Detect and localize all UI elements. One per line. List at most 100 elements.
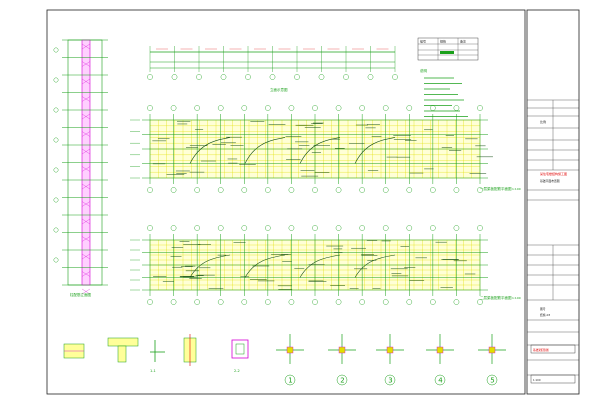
axis-bubble <box>453 225 460 231</box>
stirrup <box>81 236 91 242</box>
axis-bubble <box>288 187 295 193</box>
section-label-2: 2-2 <box>234 369 240 373</box>
notes-block: 说明 <box>420 68 468 117</box>
ramp-curve <box>354 254 396 278</box>
stirrup <box>81 288 91 295</box>
axis-bubble <box>241 105 248 111</box>
axis-bubble <box>147 299 153 305</box>
stirrup <box>81 166 91 172</box>
tb-drawing-no: 结施-03 <box>540 313 550 317</box>
axis-bubble <box>430 225 436 231</box>
legend-header-c: 备注 <box>460 39 466 44</box>
drawing-frame <box>46 9 526 395</box>
detail-label: 3 <box>388 377 392 385</box>
axis-bubble <box>335 187 342 193</box>
axis-bubble <box>217 187 224 193</box>
axis-bubble <box>359 299 365 305</box>
axis-bubble <box>382 299 389 305</box>
axis-bubble <box>269 74 276 80</box>
axis-bubble <box>170 187 177 193</box>
axis-bubble <box>53 227 59 233</box>
tb-project: 某住宅楼结构施工图 <box>540 171 567 176</box>
axis-bubble <box>170 225 177 231</box>
axis-bubble <box>335 225 342 231</box>
ramp-curve <box>189 137 231 164</box>
axis-bubble <box>217 225 224 231</box>
axis-bubble <box>196 74 202 80</box>
stirrup <box>81 218 91 225</box>
axis-bubble <box>170 105 177 111</box>
stirrup <box>81 253 91 260</box>
stirrup <box>81 183 91 190</box>
ramp-curve <box>244 137 286 164</box>
axis-bubble <box>217 105 224 111</box>
legend-header-b: 规格 <box>440 39 446 44</box>
legend-table: 编号 规格 备注 <box>417 37 479 61</box>
section-detail-a <box>63 343 85 359</box>
tb-drawing-name: 基础平面布置图 <box>540 179 560 183</box>
ramp-curve <box>354 137 396 164</box>
detail-label: 5 <box>490 377 494 385</box>
axis-bubble <box>265 299 271 305</box>
axis-strip: 立面示意图 <box>147 46 398 92</box>
axis-bubble <box>335 299 342 305</box>
axis-bubble <box>53 47 59 53</box>
elevation-title: 立面示意图 <box>270 87 288 92</box>
axis-bubble <box>406 105 413 111</box>
detail-bubble <box>284 374 296 386</box>
top-plan-title: 一层梁板配筋平面图 <box>480 186 512 191</box>
detail-label: 2 <box>340 377 344 385</box>
section-detail-b <box>107 337 139 363</box>
axis-bubble <box>359 105 365 111</box>
detail-bubble <box>384 374 396 386</box>
notes-title: 说明 <box>420 68 428 73</box>
section-2-2: 2-2 <box>231 339 249 373</box>
axis-bubble <box>245 74 251 80</box>
axis-bubble <box>382 187 389 193</box>
stirrup <box>81 113 91 120</box>
title-block: 比例 某住宅楼结构施工图 基础平面布置图 图号 结施-03 基础梁配筋图 1:1… <box>526 9 580 395</box>
axis-bubble <box>147 74 153 80</box>
axis-bubble <box>367 74 374 80</box>
detail-bubble <box>486 374 498 386</box>
ramp-curve <box>299 254 341 278</box>
section-1-1: 1-1 <box>150 340 165 373</box>
axis-bubble <box>265 187 271 193</box>
stirrup <box>81 96 91 102</box>
axis-bubble <box>265 105 271 111</box>
axis-bubble <box>312 187 318 193</box>
axis-bubble <box>53 257 59 263</box>
axis-bubble <box>477 105 483 111</box>
stirrup <box>81 78 91 85</box>
axis-bubble <box>53 107 59 113</box>
axis-bubble <box>294 74 300 80</box>
axis-bubble <box>382 105 389 111</box>
joint-core <box>436 346 444 354</box>
axis-bubble <box>453 299 460 305</box>
bottom-plan-title: 二层梁板配筋平面图 <box>480 295 512 300</box>
axis-bubble <box>343 74 349 80</box>
column-base-detail <box>183 334 197 366</box>
axis-bubble <box>217 299 224 305</box>
axis-bubble <box>265 225 271 231</box>
axis-bubble <box>194 187 200 193</box>
axis-bubble <box>170 299 177 305</box>
axis-bubble <box>359 225 365 231</box>
axis-bubble <box>288 105 295 111</box>
axis-bubble <box>430 187 436 193</box>
axis-bubble <box>147 187 153 193</box>
axis-bubble <box>53 197 59 203</box>
axis-bubble <box>477 187 483 193</box>
axis-bubble <box>194 105 200 111</box>
tb-sheet-name: 基础梁配筋图 <box>533 348 549 352</box>
axis-bubble <box>406 187 413 193</box>
axis-bubble <box>194 225 200 231</box>
axis-bubble <box>406 225 413 231</box>
axis-bubble <box>318 74 325 80</box>
axis-bubble <box>382 225 389 231</box>
ramp-curve <box>244 254 286 278</box>
axis-bubble <box>392 74 398 80</box>
axis-bubble <box>53 77 59 83</box>
column-title: 柱配筋立面图 <box>70 292 91 297</box>
detail-label: 4 <box>438 377 443 385</box>
